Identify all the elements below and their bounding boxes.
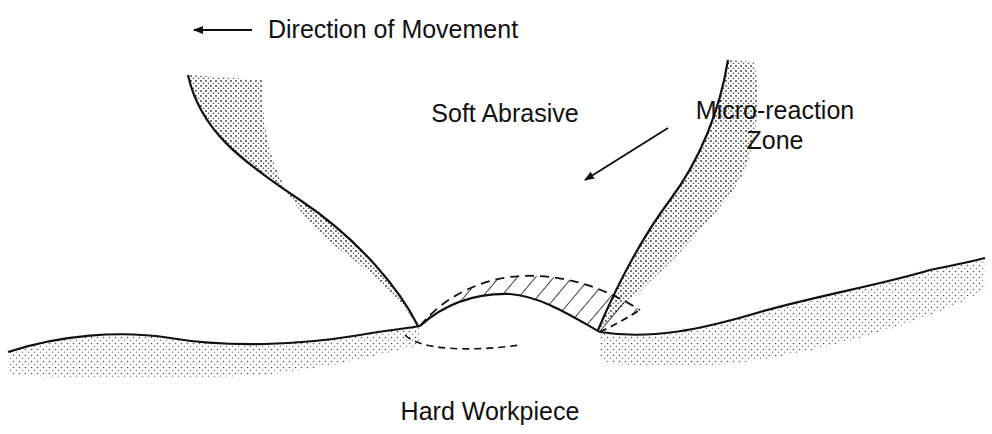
- workpiece-surface: [600, 258, 985, 335]
- workpiece-stipple: [8, 326, 420, 378]
- reaction-zone-boundary: [405, 335, 520, 349]
- workpiece-surface: [8, 326, 420, 352]
- abrasive-stipple: [188, 75, 418, 326]
- contact-interface: [420, 294, 600, 332]
- callout-label: Micro-reaction Zone: [675, 95, 875, 155]
- workpiece-stipple: [600, 258, 985, 367]
- leader-arrow: [585, 128, 668, 180]
- part-label: Soft Abrasive: [431, 98, 578, 128]
- reaction-zone-hatch: [420, 276, 640, 332]
- direction-label: Direction of Movement: [268, 14, 518, 44]
- abrasive-outline: [188, 75, 418, 326]
- reaction-zone-boundary: [600, 310, 640, 332]
- part-label: Hard Workpiece: [401, 396, 580, 426]
- direction-arrow: [194, 29, 252, 31]
- reaction-zone-boundary: [420, 276, 640, 326]
